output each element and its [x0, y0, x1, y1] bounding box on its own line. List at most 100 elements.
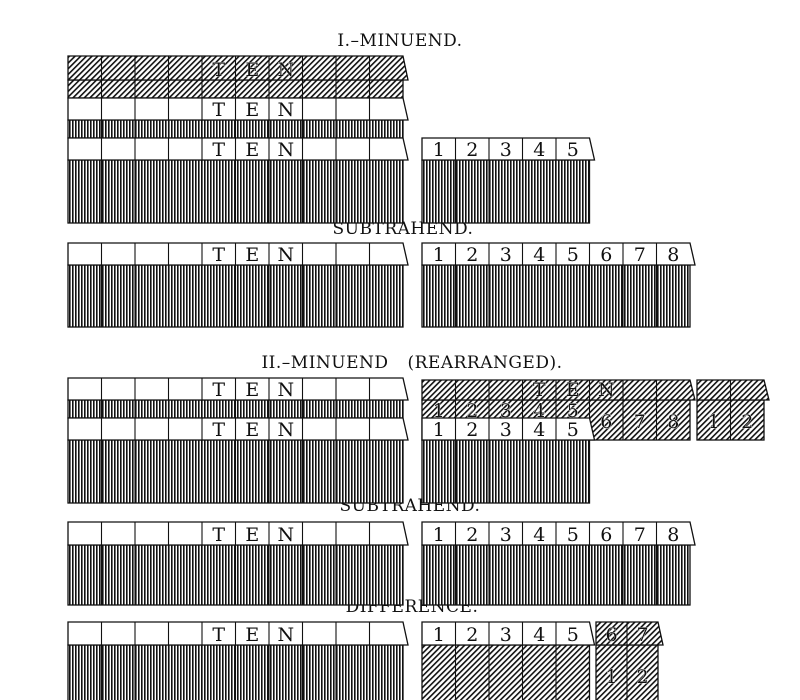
rod-top-face [421, 521, 696, 546]
cube-top-label: E [245, 524, 259, 546]
heading-minuend-1: I.–MINUEND. [337, 31, 462, 51]
cube-top-label: 3 [500, 244, 512, 266]
cube-front-label: 1 [708, 411, 720, 433]
cube-top-label: 3 [500, 139, 512, 161]
cube-top-label: 1 [433, 419, 445, 441]
cube-top-label: T [212, 244, 225, 266]
cube-top-label: 8 [667, 244, 679, 266]
cube-front-label: 7 [634, 411, 646, 433]
cube-top-label: E [245, 379, 259, 401]
rod-top-face [421, 417, 596, 441]
cube-top-label: 4 [533, 419, 545, 441]
cube-top-label: N [277, 524, 294, 546]
cube-top-label: N [277, 59, 294, 81]
rod-top-face [67, 417, 409, 441]
cube-top-label: 7 [634, 244, 646, 266]
cube-top-label: E [245, 139, 259, 161]
cube-top-label: 6 [605, 624, 617, 646]
cube-top-label: 2 [466, 524, 478, 546]
cube-top-label: 5 [567, 524, 579, 546]
cube-top-label: 5 [567, 624, 579, 646]
heading-minuend-2: II.–MINUEND [261, 353, 388, 373]
cube-top-label: N [277, 139, 294, 161]
cube-top-label: T [212, 624, 225, 646]
rod-front-face [421, 439, 591, 504]
cube-top-label: 6 [600, 524, 612, 546]
rod-top-face [421, 379, 696, 401]
cube-top-label: 1 [433, 139, 445, 161]
cube-top-label: 8 [667, 524, 679, 546]
rod-top-face [696, 379, 770, 401]
cube-front-label: 3 [500, 400, 512, 422]
cube-top-label: E [245, 99, 259, 121]
cube-top-label: 1 [433, 624, 445, 646]
cube-top-label: 3 [500, 419, 512, 441]
cube-top-label: N [598, 379, 615, 401]
cube-top-label: 2 [466, 139, 478, 161]
cube-top-label: T [212, 419, 225, 441]
rod-front-face [421, 644, 591, 700]
cube-top-label: 2 [466, 624, 478, 646]
cube-top-label: N [277, 99, 294, 121]
cube-top-label: 2 [466, 244, 478, 266]
cube-front-label: 6 [600, 411, 612, 433]
rod-top-face [67, 55, 409, 81]
cube-top-label: T [212, 139, 225, 161]
cube-top-label: E [245, 244, 259, 266]
cube-top-label: 3 [500, 624, 512, 646]
heading-subtrahend-1: SUBTRAHEND. [333, 219, 474, 239]
rod-top-face [421, 242, 696, 266]
cube-top-label: T [212, 59, 225, 81]
cube-top-label: 4 [533, 624, 545, 646]
rod-top-face [67, 97, 409, 121]
cube-top-label: 4 [533, 244, 545, 266]
cube-top-label: 3 [500, 524, 512, 546]
cube-top-label: 7 [634, 524, 646, 546]
cube-top-label: 6 [600, 244, 612, 266]
cube-top-label: 7 [636, 624, 648, 646]
rod-front-face [421, 159, 591, 224]
cube-front-label: 5 [567, 400, 579, 422]
rod-top-face [67, 521, 409, 546]
cube-front-label: 1 [605, 666, 617, 688]
rod-top-face [67, 242, 409, 266]
cube-top-label: E [245, 59, 259, 81]
cube-front-label: 4 [533, 400, 545, 422]
cube-top-label: T [212, 524, 225, 546]
cube-top-label: N [277, 419, 294, 441]
cube-front-label: 8 [667, 411, 679, 433]
cube-top-label: N [277, 244, 294, 266]
rod-top-face [595, 621, 664, 646]
cube-front-label: 2 [466, 400, 478, 422]
cube-top-label: N [277, 379, 294, 401]
heading-minuend-2-note: (REARRANGED). [407, 353, 562, 373]
cube-top-label: T [212, 99, 225, 121]
cube-top-label: T [533, 379, 546, 401]
cube-top-label: 5 [567, 244, 579, 266]
cube-top-label: 1 [433, 244, 445, 266]
rod-top-face [421, 621, 596, 646]
cube-front-label: 1 [433, 400, 445, 422]
cube-top-label: 4 [533, 524, 545, 546]
cube-top-label: 5 [567, 419, 579, 441]
cube-top-label: E [245, 419, 259, 441]
cube-top-label: 4 [533, 139, 545, 161]
cube-top-label: E [245, 624, 259, 646]
rod-top-face [67, 137, 409, 161]
